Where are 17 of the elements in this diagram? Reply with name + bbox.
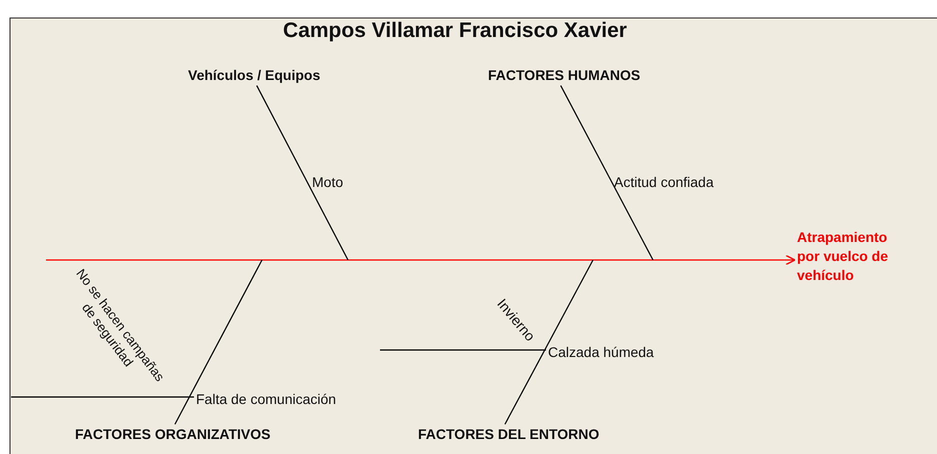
cause-label: Falta de comunicación xyxy=(196,391,336,408)
bone-line xyxy=(504,260,594,425)
category-label: FACTORES DEL ENTORNO xyxy=(418,426,600,443)
cause-label: Actitud confiada xyxy=(614,174,714,191)
cause-label: Calzada húmeda xyxy=(548,344,654,361)
cause-line xyxy=(11,396,194,398)
diagram-title: Campos Villamar Francisco Xavier xyxy=(283,18,627,44)
effect-label: Atrapamiento por vuelco de vehículo xyxy=(797,228,909,285)
cause-label: Moto xyxy=(312,174,344,191)
bone-line xyxy=(174,260,263,425)
bone-line xyxy=(256,85,349,260)
bone-line xyxy=(560,85,654,260)
spine-arrow xyxy=(46,254,796,266)
cause-line xyxy=(380,349,546,351)
category-label: FACTORES HUMANOS xyxy=(488,67,640,84)
category-label: FACTORES ORGANIZATIVOS xyxy=(75,426,270,443)
category-label: Vehículos / Equipos xyxy=(188,67,320,84)
